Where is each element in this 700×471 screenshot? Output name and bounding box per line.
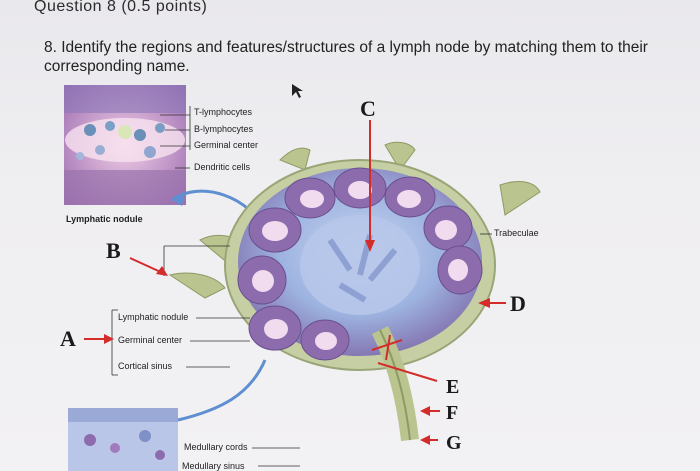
label-dendritic-cells: Dendritic cells (194, 162, 251, 172)
question-text: 8. Identify the regions and features/str… (44, 39, 648, 75)
label-germinal-center-inset: Germinal center (194, 140, 259, 150)
letter-e: E (446, 376, 460, 398)
inset-nodule-image (64, 85, 186, 205)
letter-c: C (360, 96, 376, 121)
label-b-lymphocytes: B-lymphocytes (194, 124, 254, 134)
lymph-node-body (224, 159, 496, 371)
letter-d: D (510, 291, 526, 316)
label-t-lymphocytes: T-lymphocytes (194, 107, 253, 117)
letter-g: G (446, 432, 462, 454)
label-lymphatic-nodule-caption: Lymphatic nodule (66, 214, 143, 224)
mouse-cursor-icon (292, 84, 303, 98)
label-cortical-sinus: Cortical sinus (118, 361, 173, 371)
bottom-pointer-arrow (177, 359, 267, 422)
letter-f: F (446, 402, 459, 424)
question-header: Question 8 (0.5 points) (34, 0, 208, 15)
label-medullary-sinus: Medullary sinus (182, 461, 245, 471)
label-medullary-cords: Medullary cords (184, 442, 248, 452)
inset-medulla-image (68, 408, 178, 471)
label-germinal-center: Germinal center (118, 335, 183, 345)
letter-a: A (60, 326, 76, 351)
letter-b: B (106, 238, 121, 263)
label-trabeculae: Trabeculae (494, 228, 539, 238)
label-lymphatic-nodule: Lymphatic nodule (118, 312, 189, 322)
